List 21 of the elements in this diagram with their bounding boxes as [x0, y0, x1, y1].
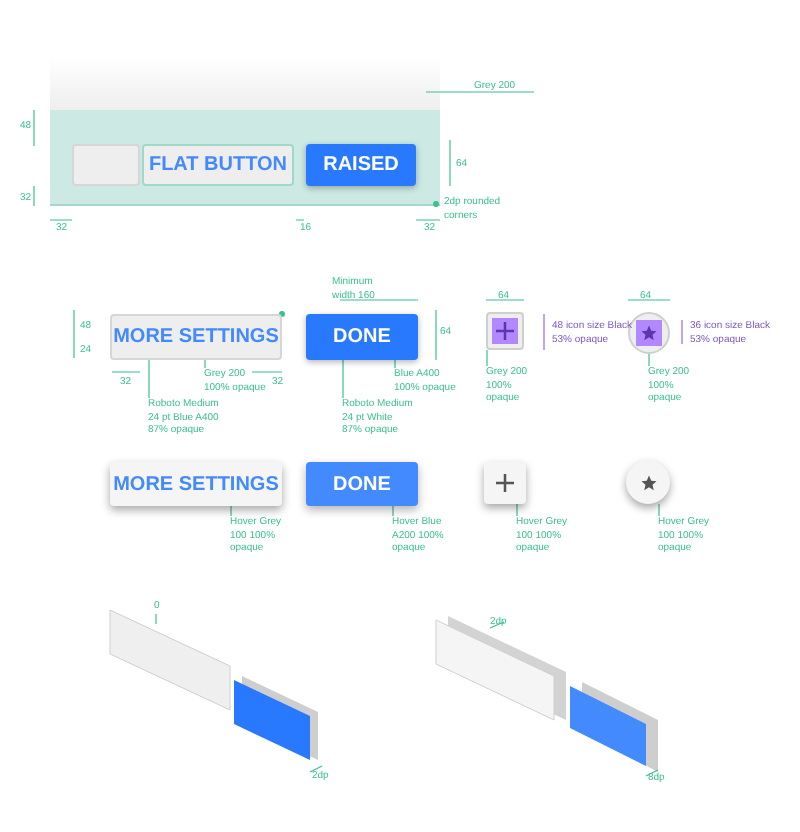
flat-button: FLAT BUTTON: [142, 144, 294, 186]
leader-line: [342, 359, 344, 399]
raised-button: RAISED: [306, 144, 416, 186]
leader-line: [394, 359, 396, 369]
leader-line: [516, 503, 518, 517]
flat-button: MORE SETTINGS: [110, 314, 282, 360]
leader-line: [648, 353, 650, 367]
leader-line: [425, 91, 535, 93]
icon-button: [486, 312, 524, 350]
leader-line: [230, 505, 232, 517]
leader-line: [392, 505, 394, 517]
flat-button: MORE SETTINGS: [110, 462, 282, 506]
leader-line: [148, 359, 150, 399]
raised-button: DONE: [306, 462, 418, 506]
raised-button: DONE: [306, 314, 418, 360]
leader-line: [658, 503, 660, 517]
leader-line: [486, 349, 488, 367]
icon-button: [484, 462, 526, 504]
icon-button: [626, 460, 670, 504]
icon-button: [628, 312, 670, 354]
leader-line: [204, 359, 206, 369]
